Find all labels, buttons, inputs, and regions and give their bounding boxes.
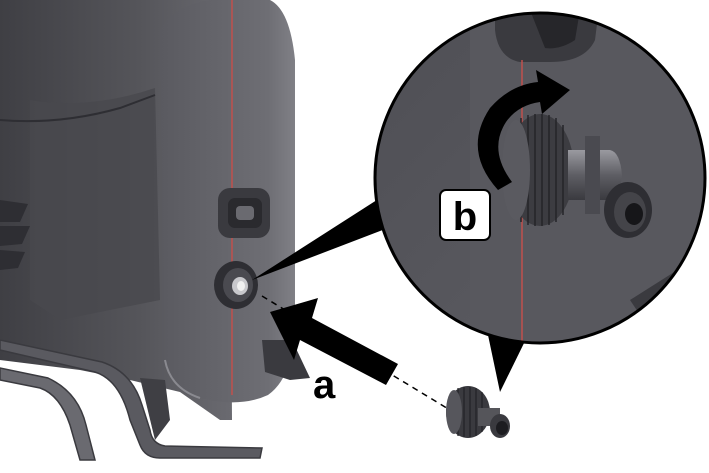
knurled-nut [502,114,574,226]
callout-wedge-lower [488,335,528,392]
coupling-spigot [568,136,652,238]
push-arrow [270,298,398,385]
machine-body [0,0,295,420]
step-label-b: b [453,195,477,239]
step-label-b-box: b [439,189,491,241]
stand-frame [0,339,310,461]
hose-holder-clip [218,188,270,238]
hose-coupling-loose [446,386,510,438]
side-grip [0,200,30,270]
callout-wedge [252,198,388,280]
rotate-arrow [477,70,570,190]
magnifier-detail [373,11,707,345]
water-inlet [214,261,258,309]
step-label-a: a [313,363,336,407]
